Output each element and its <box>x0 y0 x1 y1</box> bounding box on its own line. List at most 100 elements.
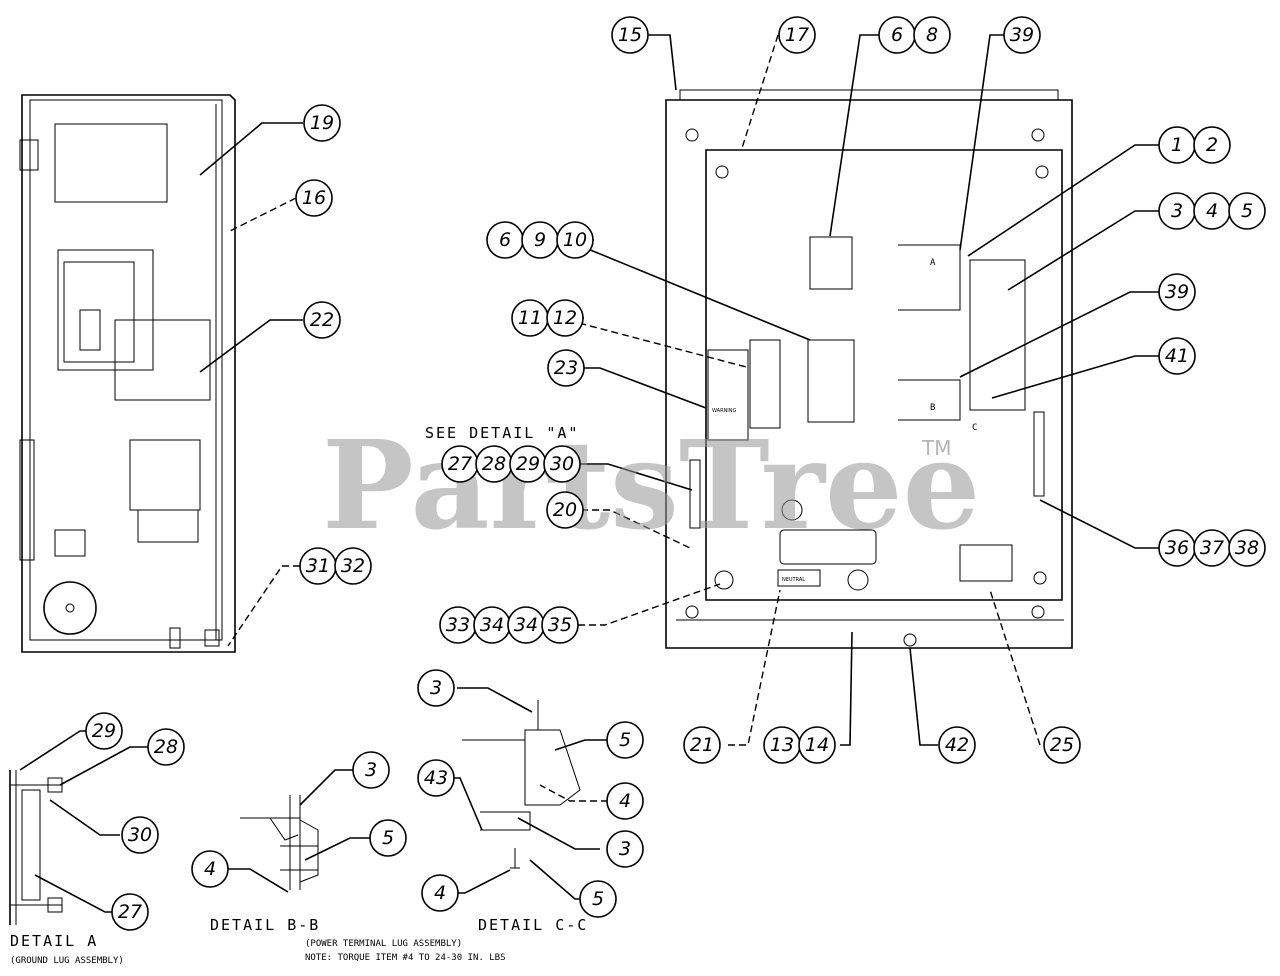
callout-29: 29 <box>509 445 547 483</box>
svg-text:5: 5 <box>619 729 631 751</box>
watermark-trademark: TM <box>921 436 951 460</box>
svg-text:31: 31 <box>306 555 330 577</box>
callout-32: 32 <box>334 547 372 585</box>
see-detail-label: SEE DETAIL "A" <box>425 424 579 442</box>
svg-text:34: 34 <box>514 614 538 636</box>
detail-a-title: DETAIL A <box>10 932 98 950</box>
svg-text:25: 25 <box>1050 734 1074 756</box>
callout-31: 31 <box>299 547 337 585</box>
callout-5: 5 <box>606 721 644 759</box>
svg-text:41: 41 <box>1165 345 1189 367</box>
callout-11: 11 <box>511 299 549 337</box>
svg-text:3: 3 <box>430 677 442 699</box>
svg-text:35: 35 <box>548 614 572 636</box>
callout-27: 27 <box>111 893 149 931</box>
watermark: PartsTree <box>322 413 980 557</box>
side-view-enclosure <box>19 94 236 653</box>
neutral-label: NEUTRAL <box>782 577 805 583</box>
callout-4: 4 <box>1193 192 1231 230</box>
callout-4: 4 <box>421 874 459 912</box>
svg-text:23: 23 <box>554 357 578 379</box>
svg-text:6: 6 <box>891 24 903 46</box>
svg-text:29: 29 <box>92 720 116 742</box>
callout-4: 4 <box>606 782 644 820</box>
svg-text:3: 3 <box>1171 200 1183 222</box>
svg-text:5: 5 <box>1241 200 1253 222</box>
callout-17: 17 <box>778 16 816 54</box>
warning-label: WARNING <box>712 408 737 414</box>
leader-lines <box>19 34 1160 913</box>
callout-10: 10 <box>556 221 594 259</box>
svg-text:29: 29 <box>516 453 540 475</box>
svg-text:8: 8 <box>926 24 938 46</box>
callout-3: 3 <box>352 751 390 789</box>
callout-38: 38 <box>1228 529 1266 567</box>
svg-text:16: 16 <box>302 187 326 209</box>
svg-text:17: 17 <box>785 24 809 46</box>
callout-6: 6 <box>486 221 524 259</box>
svg-text:4: 4 <box>619 790 631 812</box>
callout-19: 19 <box>303 104 341 142</box>
svg-text:4: 4 <box>434 882 446 904</box>
callout-33: 33 <box>439 606 477 644</box>
callout-3: 3 <box>417 669 455 707</box>
svg-text:34: 34 <box>480 614 504 636</box>
svg-text:21: 21 <box>690 734 714 756</box>
svg-text:39: 39 <box>1165 281 1189 303</box>
svg-text:37: 37 <box>1200 537 1224 559</box>
svg-text:10: 10 <box>563 229 587 251</box>
svg-text:27: 27 <box>118 901 142 923</box>
svg-text:12: 12 <box>553 307 577 329</box>
callout-14: 14 <box>798 726 836 764</box>
callout-5: 5 <box>1228 192 1266 230</box>
callout-13: 13 <box>763 726 801 764</box>
callout-34: 34 <box>507 606 545 644</box>
svg-text:30: 30 <box>550 453 574 475</box>
mark-a: A <box>930 258 936 268</box>
callout-30: 30 <box>121 816 159 854</box>
svg-text:2: 2 <box>1206 134 1218 156</box>
svg-text:4: 4 <box>1206 200 1218 222</box>
power-terminal-caption: (POWER TERMINAL LUG ASSEMBLY) <box>305 939 462 949</box>
callout-15: 15 <box>611 16 649 54</box>
mark-c: C <box>972 423 977 433</box>
callout-28: 28 <box>147 728 185 766</box>
svg-text:5: 5 <box>592 888 604 910</box>
svg-text:9: 9 <box>534 229 546 251</box>
callout-2: 2 <box>1193 126 1231 164</box>
svg-text:32: 32 <box>341 555 365 577</box>
callout-20: 20 <box>546 491 584 529</box>
callout-1: 1 <box>1158 126 1196 164</box>
callout-35: 35 <box>541 606 579 644</box>
svg-text:30: 30 <box>128 824 152 846</box>
svg-text:43: 43 <box>424 767 448 789</box>
callout-16: 16 <box>295 179 333 217</box>
svg-text:11: 11 <box>518 307 542 329</box>
svg-text:15: 15 <box>618 24 642 46</box>
detail-views <box>9 700 581 925</box>
svg-text:6: 6 <box>499 229 511 251</box>
callout-37: 37 <box>1193 529 1231 567</box>
callout-23: 23 <box>547 349 585 387</box>
svg-text:19: 19 <box>310 112 334 134</box>
callout-3: 3 <box>606 830 644 868</box>
detail-bb-title: DETAIL B-B <box>210 916 320 934</box>
svg-text:38: 38 <box>1235 537 1259 559</box>
callout-34: 34 <box>473 606 511 644</box>
detail-cc-title: DETAIL C-C <box>478 916 588 934</box>
svg-text:33: 33 <box>446 614 470 636</box>
svg-text:4: 4 <box>204 858 216 880</box>
callout-29: 29 <box>85 712 123 750</box>
callout-41: 41 <box>1158 337 1196 375</box>
svg-text:28: 28 <box>154 736 178 758</box>
svg-text:13: 13 <box>770 734 794 756</box>
callout-30: 30 <box>543 445 581 483</box>
detail-a-subtitle: (GROUND LUG ASSEMBLY) <box>10 956 124 966</box>
svg-text:42: 42 <box>945 734 969 756</box>
svg-text:14: 14 <box>805 734 829 756</box>
svg-text:39: 39 <box>1010 24 1034 46</box>
callout-22: 22 <box>303 301 341 339</box>
callout-8: 8 <box>913 16 951 54</box>
torque-note: NOTE: TORQUE ITEM #4 TO 24-30 IN. LBS <box>305 953 505 963</box>
